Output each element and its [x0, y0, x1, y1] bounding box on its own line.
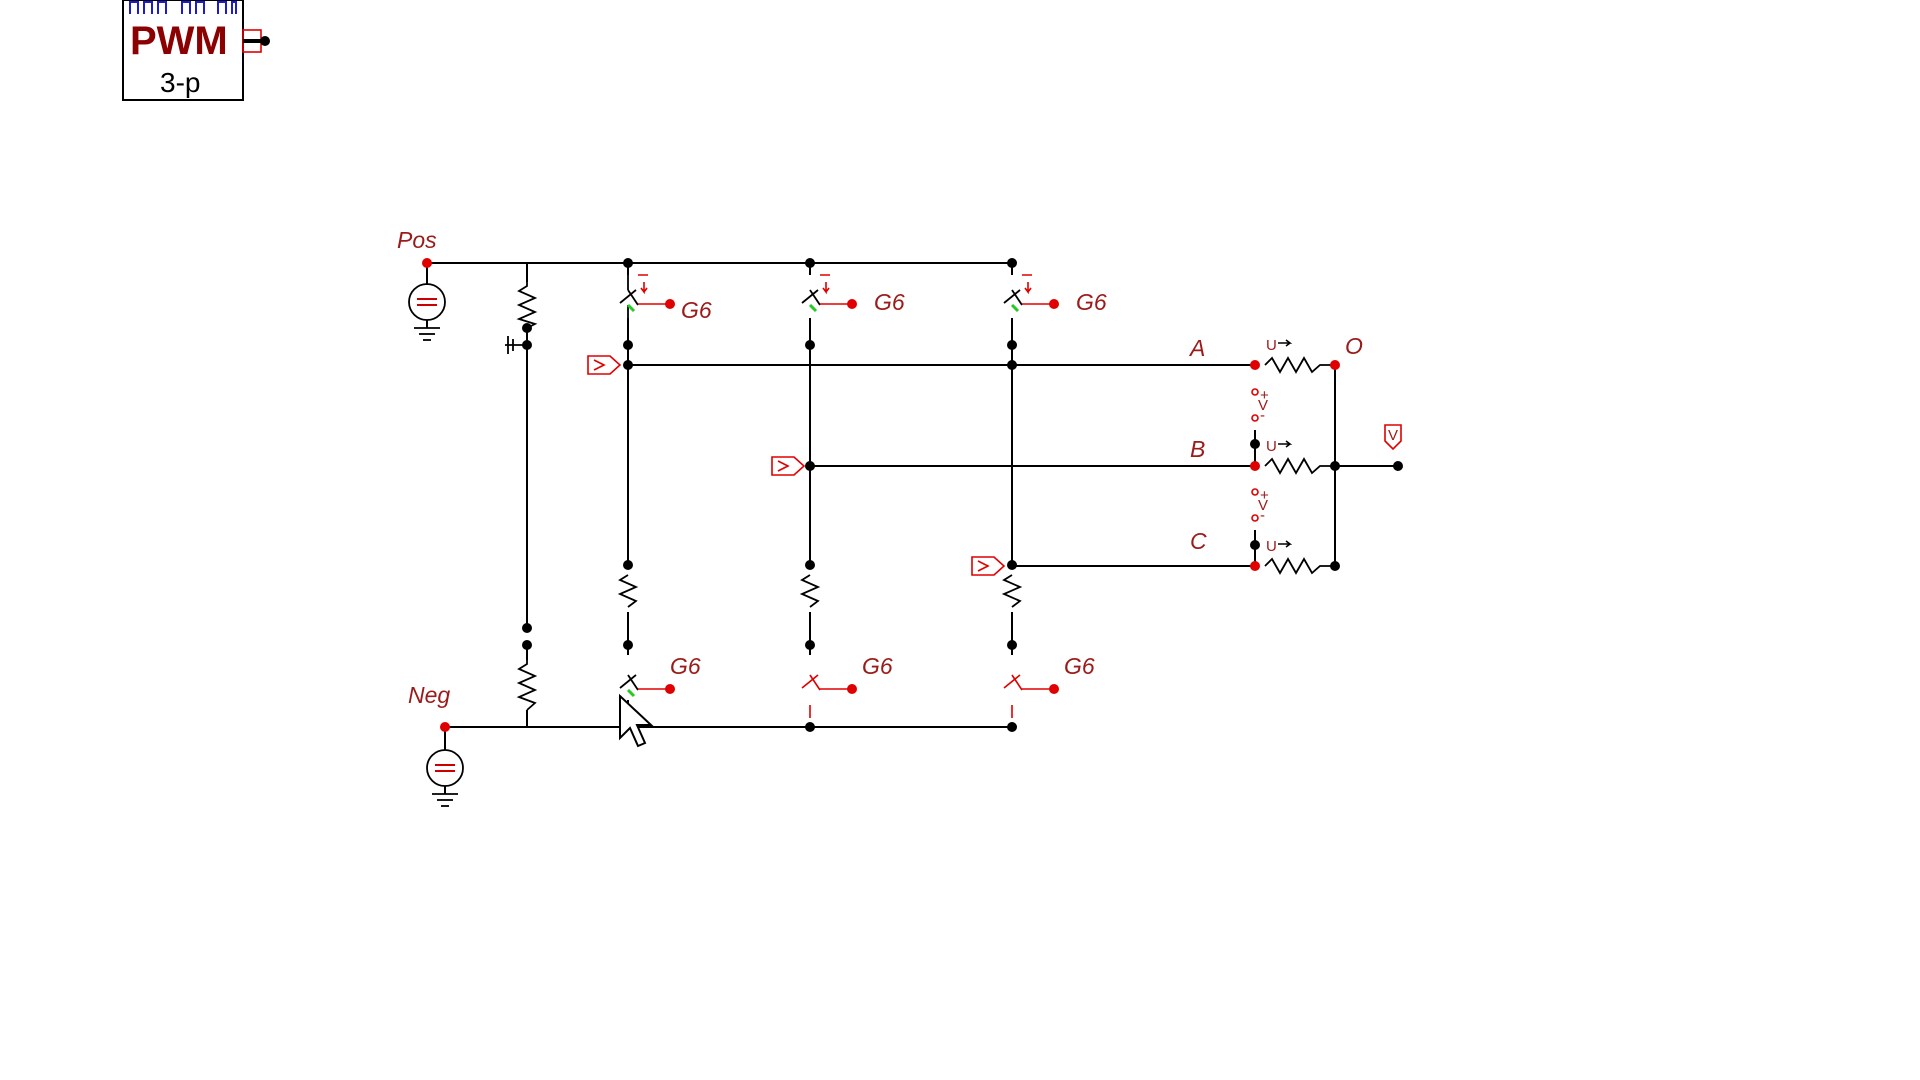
neg-terminal[interactable]	[440, 722, 450, 732]
voltmeter-ab[interactable]: + V -	[1250, 387, 1269, 449]
igbt-switch-icon	[1003, 674, 1021, 689]
svg-text:+: +	[1260, 387, 1269, 404]
output-node-label: O	[1345, 333, 1363, 359]
pos-terminal[interactable]	[422, 258, 432, 268]
gate-terminal[interactable]	[1049, 299, 1059, 309]
voltage-source-icon	[426, 749, 464, 787]
resistor-icon	[799, 574, 821, 608]
resistor-icon	[617, 574, 639, 608]
resistor-icon	[1264, 356, 1335, 374]
voltmeter-icon	[1384, 424, 1402, 451]
resistor-divider-top[interactable]	[505, 282, 538, 354]
pwm-waveform-icon	[129, 1, 237, 14]
gate-label: G6	[681, 297, 712, 323]
ground-icon	[414, 327, 440, 341]
voltmeter-pin[interactable]: V	[1384, 424, 1403, 471]
switch-leg3-bottom[interactable]: G6	[1001, 360, 1095, 732]
svg-text:-: -	[1260, 507, 1265, 524]
svg-text:-: -	[1260, 407, 1265, 424]
gate-terminal[interactable]	[665, 299, 675, 309]
switch-leg2-bottom[interactable]: G6	[799, 461, 893, 732]
pwm-3p-block[interactable]: PWM 3-p	[122, 0, 270, 101]
gate-label: G6	[862, 653, 893, 679]
probe-marker-a[interactable]	[587, 355, 622, 375]
switch-leg1-bottom[interactable]: G6	[617, 360, 701, 698]
resistor-icon	[1001, 574, 1023, 608]
phase-c-label: C	[1190, 528, 1207, 554]
resistor-icon	[516, 282, 538, 329]
svg-text:V: V	[1258, 497, 1268, 514]
current-marker: U	[1266, 337, 1277, 354]
dc-source-pos[interactable]: Pos	[397, 227, 446, 341]
gate-label: G6	[670, 653, 701, 679]
gate-terminal[interactable]	[847, 684, 857, 694]
gate-label: G6	[1076, 289, 1107, 315]
phase-a-label: A	[1188, 335, 1205, 361]
svg-text:+: +	[1260, 487, 1269, 504]
switch-leg2-top[interactable]: G6	[801, 258, 905, 350]
resistor-icon	[1264, 557, 1335, 575]
igbt-switch-icon	[801, 289, 819, 304]
gate-terminal[interactable]	[665, 684, 675, 694]
gate-terminal[interactable]	[1049, 684, 1059, 694]
resistor-divider-bottom[interactable]	[516, 623, 538, 711]
load-resistor-c[interactable]: U	[1250, 538, 1340, 575]
neg-label: Neg	[408, 682, 450, 708]
gate-label: G6	[1064, 653, 1095, 679]
gate-label: G6	[874, 289, 905, 315]
svg-text:V: V	[1388, 427, 1398, 444]
pos-label: Pos	[397, 227, 437, 253]
phase-b-label: B	[1190, 436, 1205, 462]
igbt-switch-icon	[801, 674, 819, 689]
current-marker: U	[1266, 538, 1277, 555]
svg-text:V: V	[1258, 397, 1268, 414]
igbt-switch-icon	[1003, 289, 1021, 304]
dc-source-neg[interactable]: Neg	[408, 682, 464, 807]
ground-icon	[432, 793, 458, 807]
resistor-icon	[1264, 457, 1335, 475]
igbt-switch-icon	[619, 674, 637, 689]
pwm-title: PWM	[130, 19, 228, 63]
probe-marker-b[interactable]	[771, 456, 806, 476]
resistor-icon	[516, 660, 538, 711]
current-marker: U	[1266, 438, 1277, 455]
pwm-subtitle: 3-p	[160, 67, 200, 98]
load-resistor-a[interactable]: U	[1250, 337, 1340, 374]
load-resistor-b[interactable]: U	[1250, 438, 1340, 475]
switch-leg1-top[interactable]: G6	[619, 258, 712, 350]
wiring	[427, 262, 1398, 728]
switch-leg3-top[interactable]: G6	[1003, 258, 1107, 350]
mouse-pointer-icon	[619, 693, 654, 748]
gate-terminal[interactable]	[847, 299, 857, 309]
voltmeter-bc[interactable]: + V -	[1250, 487, 1269, 550]
igbt-switch-icon	[619, 289, 637, 304]
probe-marker-c[interactable]	[971, 556, 1006, 576]
voltage-source-icon	[408, 283, 446, 321]
